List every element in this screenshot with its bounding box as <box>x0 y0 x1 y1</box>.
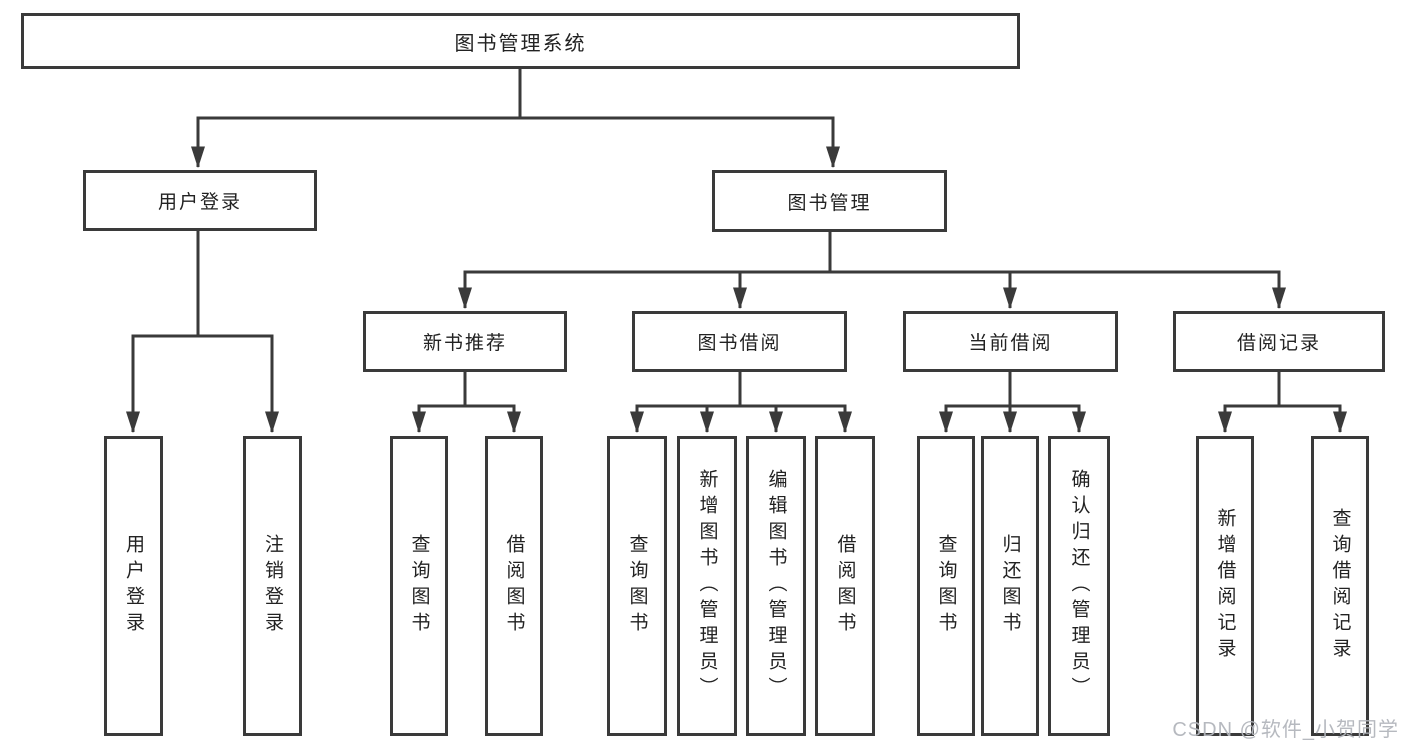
leaf-user-login: 用户登录 <box>104 436 163 736</box>
leaf-return-book: 归还图书 <box>981 436 1039 736</box>
leaf-edit-book-admin: 编辑图书（管理员） <box>746 436 806 736</box>
node-label: 图书管理系统 <box>454 32 587 55</box>
node-user-login: 用户登录 <box>83 170 317 231</box>
node-label: 新增图书（管理员） <box>696 469 718 703</box>
leaf-query-books: 查询图书 <box>917 436 975 736</box>
leaf-add-book-admin: 新增图书（管理员） <box>677 436 737 736</box>
leaf-query-books: 查询图书 <box>607 436 667 736</box>
node-label: 注销登录 <box>262 534 283 638</box>
node-label: 归还图书 <box>999 534 1021 638</box>
node-label: 新增借阅记录 <box>1214 508 1236 664</box>
node-label: 用户登录 <box>157 192 242 213</box>
node-label: 借阅记录 <box>1236 333 1321 354</box>
node-label: 新书推荐 <box>422 333 507 354</box>
node-label: 用户登录 <box>123 534 144 638</box>
leaf-query-borrow-record: 查询借阅记录 <box>1311 436 1369 736</box>
node-book-management: 图书管理 <box>712 170 947 232</box>
node-borrowing-record: 借阅记录 <box>1173 311 1385 372</box>
node-current-borrowing: 当前借阅 <box>903 311 1118 372</box>
node-label: 编辑图书（管理员） <box>765 469 787 703</box>
node-library-management-system: 图书管理系统 <box>21 13 1020 69</box>
node-label: 借阅图书 <box>503 534 525 638</box>
node-label: 查询图书 <box>408 534 430 638</box>
node-new-book-recommendation: 新书推荐 <box>363 311 567 372</box>
leaf-borrow-books: 借阅图书 <box>485 436 543 736</box>
node-book-borrowing: 图书借阅 <box>632 311 847 372</box>
leaf-borrow-books: 借阅图书 <box>815 436 875 736</box>
node-label: 图书借阅 <box>697 333 782 354</box>
node-label: 当前借阅 <box>968 333 1053 354</box>
node-label: 图书管理 <box>787 192 872 214</box>
node-label: 确认归还（管理员） <box>1068 469 1090 703</box>
node-label: 查询图书 <box>935 534 957 638</box>
leaf-query-books: 查询图书 <box>390 436 448 736</box>
leaf-logout: 注销登录 <box>243 436 302 736</box>
node-label: 查询图书 <box>626 534 648 638</box>
leaf-confirm-return-admin: 确认归还（管理员） <box>1048 436 1110 736</box>
node-label: 借阅图书 <box>834 534 856 638</box>
leaf-add-borrow-record: 新增借阅记录 <box>1196 436 1254 736</box>
node-label: 查询借阅记录 <box>1329 508 1351 664</box>
